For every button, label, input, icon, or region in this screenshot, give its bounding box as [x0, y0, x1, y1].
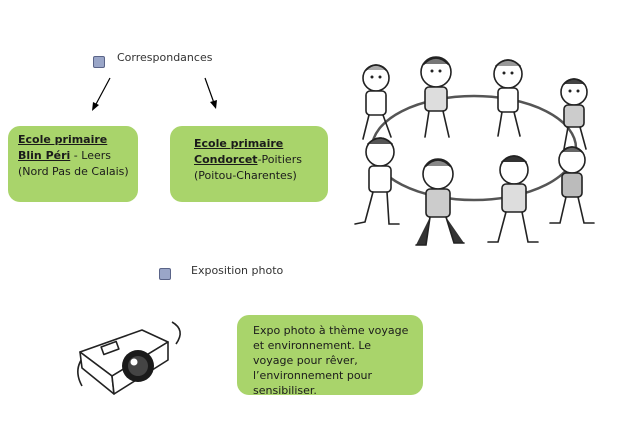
correspondances-label: Correspondances [117, 51, 213, 64]
school-name-blin-peri: Ecole primaire Blin Péri [18, 133, 108, 162]
bullet-correspondances-icon [93, 56, 105, 68]
camera-icon [77, 321, 181, 395]
school-card-condorcet: Ecole primaire Condorcet-Poitiers (Poito… [170, 126, 328, 202]
exposition-description-card: Expo photo à thème voyage et environneme… [237, 315, 423, 397]
exposition-label: Exposition photo [191, 264, 284, 277]
school-card-blin-peri: Ecole primaire Blin Péri - Leers (Nord P… [8, 126, 138, 202]
arrow-right-icon [204, 77, 217, 109]
school-name-condorcet: Ecole primaire Condorcet [194, 137, 284, 166]
arrows-graphic [92, 77, 217, 111]
arrow-left-icon [92, 77, 111, 111]
children-circle-dance-illustration [354, 56, 595, 246]
exposition-description: Expo photo à thème voyage et environneme… [253, 324, 409, 397]
school-location-condorcet: -Poitiers (Poitou-Charentes) [194, 153, 302, 182]
school-location-blin-peri: - Leers (Nord Pas de Calais) [18, 149, 129, 178]
bullet-exposition-icon [159, 268, 171, 280]
